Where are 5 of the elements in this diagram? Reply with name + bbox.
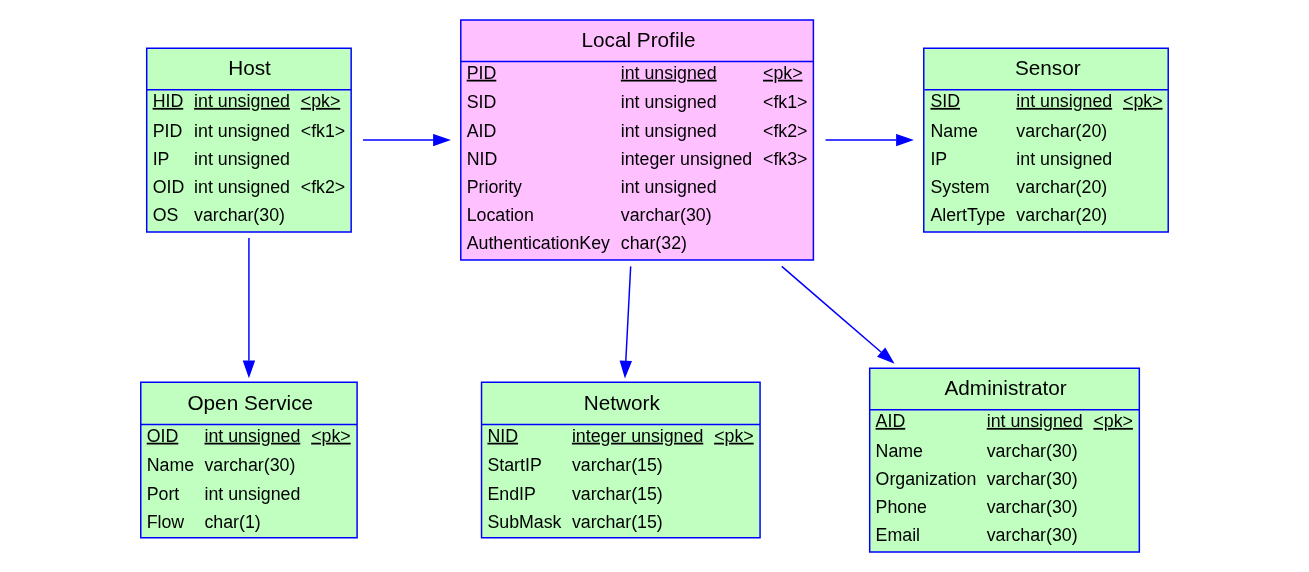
arrow: [781, 265, 895, 364]
arrow: [824, 133, 914, 147]
arrow: [242, 237, 256, 379]
arrow: [362, 133, 451, 147]
arrow: [619, 265, 633, 379]
